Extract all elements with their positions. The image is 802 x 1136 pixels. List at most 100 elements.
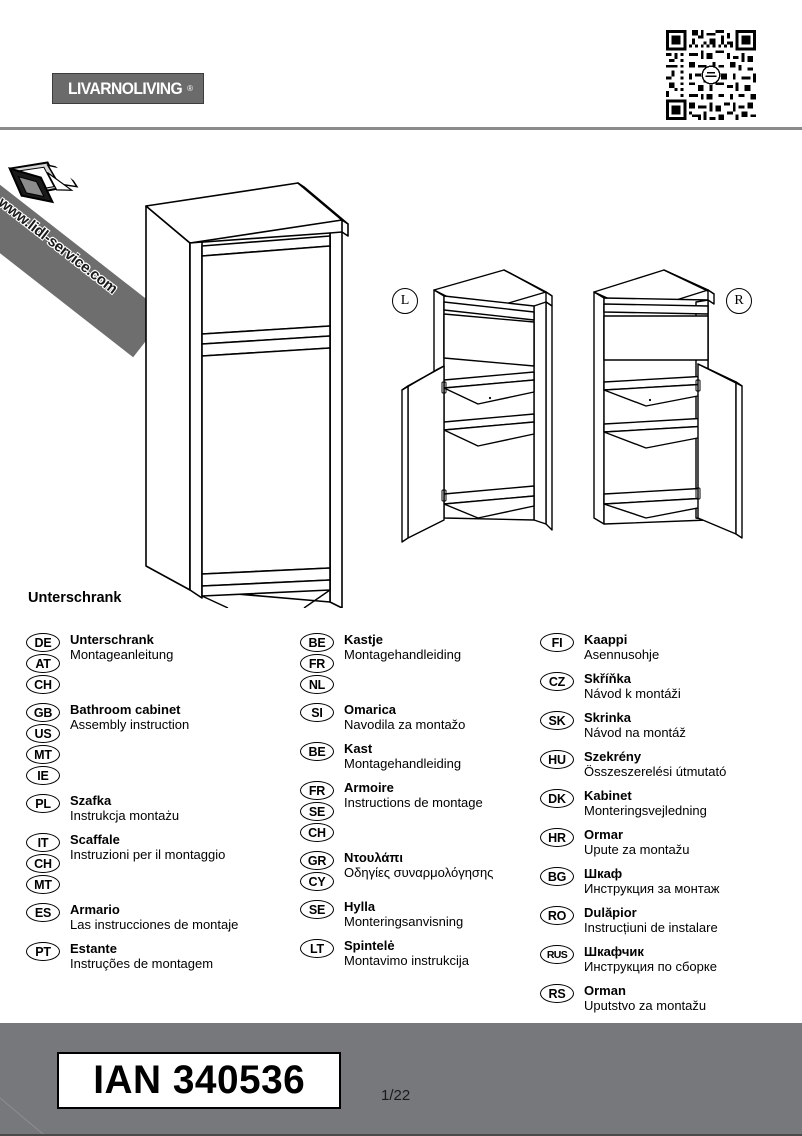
language-product-title: Skříňka <box>584 671 631 686</box>
language-product-title: Kast <box>344 741 373 756</box>
brand-trademark-symbol: ® <box>187 84 193 93</box>
country-code-group: BE <box>300 741 340 763</box>
language-document-subtitle: Uputstvo za montažu <box>584 998 707 1013</box>
language-product-title: Kaappi <box>584 632 628 647</box>
language-document-subtitle: Инструкция за монтаж <box>584 881 720 896</box>
country-code-badge: RO <box>540 906 574 925</box>
country-code-badge: SE <box>300 802 334 821</box>
language-product-title: Szafka <box>70 793 112 808</box>
language-product-title: Armoire <box>344 780 394 795</box>
country-code-badge: SI <box>300 703 334 722</box>
language-document-subtitle: Инструкция по сборке <box>584 959 717 974</box>
laptop-icon <box>0 140 90 251</box>
language-product-title: Ormar <box>584 827 624 842</box>
country-code-badge: PT <box>26 942 60 961</box>
country-code-group: HU <box>540 749 580 771</box>
country-code-badge: GR <box>300 851 334 870</box>
country-code-group: ES <box>26 902 66 924</box>
country-code-badge: GB <box>26 703 60 722</box>
country-code-badge: MT <box>26 745 60 764</box>
language-document-subtitle: Montavimo instrukcija <box>344 953 469 968</box>
country-code-group: RUS <box>540 944 580 966</box>
language-document-subtitle: Οδηγίες συναρμολόγησης <box>344 865 494 880</box>
language-product-title: Ντουλάπι <box>344 850 403 865</box>
main-cabinet-svg <box>145 182 349 609</box>
language-product-title: Шкафчик <box>584 944 644 959</box>
country-code-badge: FI <box>540 633 574 652</box>
qr-code-icon <box>663 27 759 123</box>
variant-right-svg <box>593 269 743 539</box>
language-product-title: Skrinka <box>584 710 631 725</box>
language-product-title: Шкаф <box>584 866 623 881</box>
country-code-badge: HU <box>540 750 574 769</box>
language-document-subtitle: Assembly instruction <box>70 717 190 732</box>
language-product-title: Kastje <box>344 632 384 647</box>
language-document-subtitle: Navodila za montažo <box>344 717 466 732</box>
country-code-badge: LT <box>300 939 334 958</box>
variant-left-illustration <box>386 262 576 557</box>
country-code-group: SE <box>300 899 340 921</box>
laptop-icon-svg <box>8 161 79 204</box>
language-product-title: Unterschrank <box>70 632 154 647</box>
country-code-badge: MT <box>26 875 60 894</box>
country-code-badge: RUS <box>540 945 574 964</box>
variant-right-illustration <box>586 262 776 557</box>
qr-code[interactable] <box>663 27 759 123</box>
page-number: 1/22 <box>381 1087 411 1104</box>
language-document-subtitle: Montagehandleiding <box>344 647 462 662</box>
country-code-badge: CH <box>26 854 60 873</box>
language-document-subtitle: Asennusohje <box>584 647 660 662</box>
main-cabinet-illustration <box>118 178 393 613</box>
language-document-subtitle: Upute za montažu <box>584 842 690 857</box>
header-divider-rule <box>0 127 802 130</box>
country-code-group: RS <box>540 983 580 1005</box>
country-code-group: SI <box>300 702 340 724</box>
language-product-title: Orman <box>584 983 626 998</box>
country-code-group: LT <box>300 938 340 960</box>
language-document-subtitle: Instruções de montagem <box>70 956 214 971</box>
country-code-badge: IE <box>26 766 60 785</box>
language-document-subtitle: Las instrucciones de montaje <box>70 917 239 932</box>
language-document-subtitle: Montagehandleiding <box>344 756 462 771</box>
language-document-subtitle: Összeszerelési útmutató <box>584 764 727 779</box>
language-product-title: Szekrény <box>584 749 642 764</box>
country-code-badge: CH <box>26 675 60 694</box>
country-code-badge: HR <box>540 828 574 847</box>
